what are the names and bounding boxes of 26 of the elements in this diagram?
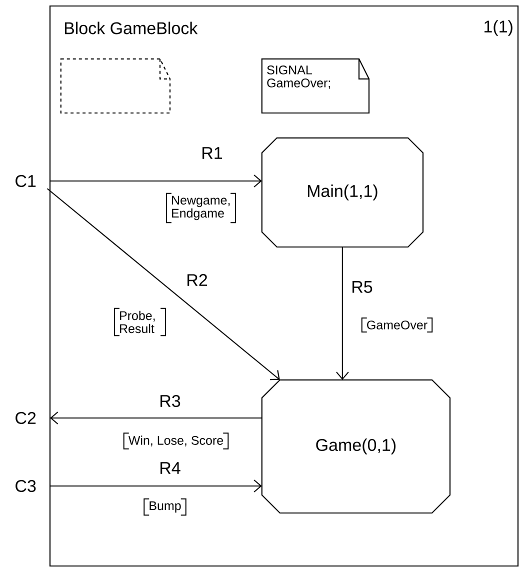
gate-label: C2 xyxy=(16,412,36,424)
block-title: Block GameBlock xyxy=(64,22,198,34)
declaration-text: SIGNAL GameOver; xyxy=(267,66,330,89)
channel-arrow xyxy=(50,412,262,424)
process-box: Game(0,1) xyxy=(261,379,451,514)
signal-list: Probe, Result xyxy=(114,308,166,336)
page-number: 1(1) xyxy=(484,20,512,36)
block-frame xyxy=(49,5,519,567)
channel-arrow xyxy=(50,480,262,492)
gate-label: C1 xyxy=(16,174,36,188)
signal-list: Bump xyxy=(144,498,186,516)
text-note xyxy=(261,58,370,114)
channel-name: R3 xyxy=(158,394,182,408)
channel-name: R1 xyxy=(200,146,224,160)
signal-list: Newgame, Endgame xyxy=(166,192,236,224)
gate-label: C3 xyxy=(16,480,36,492)
channel-arrow xyxy=(336,247,349,380)
channel-arrow xyxy=(50,174,262,188)
channel-arrow xyxy=(46,188,280,380)
channel-name: R2 xyxy=(185,273,209,287)
signal-list: Win, Lose, Score xyxy=(123,432,229,450)
comment-note xyxy=(60,58,171,114)
signal-list: GameOver xyxy=(361,318,433,332)
process-box: Main(1,1) xyxy=(261,137,424,248)
channel-name: R4 xyxy=(158,461,182,475)
channel-name: R5 xyxy=(350,280,374,294)
